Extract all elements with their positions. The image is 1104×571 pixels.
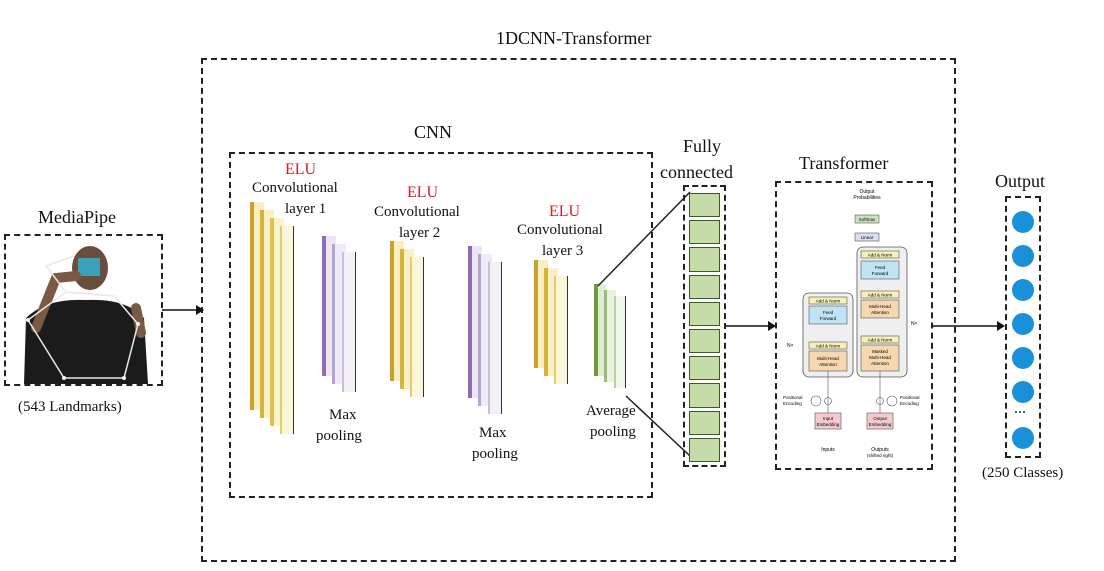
output-box: [1005, 196, 1041, 458]
output-caption: (250 Classes): [982, 465, 1064, 481]
fc-cell: [689, 383, 720, 408]
tf-dec-addnorm-1: Add & Norm: [868, 253, 893, 258]
transformer-diagram: Output Probabilities Softmax Linear Add …: [783, 189, 920, 458]
fc-cell: [689, 301, 720, 326]
fc-cell: [689, 356, 720, 381]
tf-dec-mha-1: Multi-Head: [869, 304, 891, 309]
fc-cell: [689, 247, 720, 272]
pool2-label-line1: Max: [479, 425, 507, 441]
tf-enc-ff-2: Forward: [820, 316, 837, 321]
tf-outprob-2: Probabilities: [853, 195, 881, 201]
arrow-transformer-output: [933, 321, 1005, 331]
output-node: [1012, 211, 1034, 233]
fc-cell: [689, 437, 720, 462]
fc-connection-lines: [597, 191, 691, 457]
tf-outprob-1: Output: [859, 189, 875, 195]
tf-outputs-1: Outputs: [871, 447, 889, 453]
output-node: [1012, 313, 1034, 335]
mediapipe-image: [16, 238, 152, 384]
pool3-sheet-3: [614, 296, 626, 388]
arrow-input: [162, 305, 204, 315]
output-ellipsis: ...: [1014, 400, 1026, 417]
conv2-sheet-3: [410, 257, 424, 397]
conv1-label-line1: Convolutional: [252, 180, 338, 196]
output-node: [1012, 347, 1034, 369]
fc-cell: [689, 193, 720, 218]
conv2-activation: ELU: [407, 184, 439, 201]
tf-output-emb-1: Output: [873, 416, 887, 421]
tf-input-emb-2: Embedding: [817, 422, 840, 427]
tf-masked-3: Attention: [871, 361, 889, 366]
mediapipe-title: MediaPipe: [38, 207, 116, 227]
tf-dec-mha-2: Attention: [871, 310, 889, 315]
fc-cell: [689, 410, 720, 435]
output-node: [1012, 279, 1034, 301]
tf-pos-left-1: Positional: [783, 395, 803, 400]
tf-dec-addnorm-3: Add & Norm: [868, 338, 893, 343]
tf-nx-right: N×: [911, 321, 918, 327]
tf-pos-right-1: Positional: [900, 395, 920, 400]
tf-dec-ff-2: Forward: [872, 271, 889, 276]
transformer-box: [775, 181, 933, 470]
pool2-label-line2: pooling: [472, 446, 518, 462]
conv3-label-line2: layer 3: [542, 243, 584, 259]
conv2-label-line2: layer 2: [399, 225, 441, 241]
tf-masked-1: Masked: [872, 349, 888, 354]
cnn-title: CNN: [414, 122, 453, 142]
tf-output-emb-2: Embedding: [869, 422, 892, 427]
output-title: Output: [995, 171, 1046, 191]
tf-masked-2: Multi-Head: [869, 355, 891, 360]
tf-inputs: Inputs: [821, 447, 835, 453]
fc-box: [683, 185, 726, 467]
conv1-activation: ELU: [285, 161, 317, 178]
tf-enc-mha-1: Multi-Head: [817, 356, 839, 361]
tf-pos-right-2: Encoding: [900, 401, 919, 406]
fc-title-line1: Fully: [683, 136, 722, 156]
pool1-label-line1: Max: [329, 407, 357, 423]
tf-enc-mha-2: Attention: [819, 362, 837, 367]
tf-enc-addnorm-2: Add & Norm: [816, 344, 841, 349]
tf-pos-left-2: Encoding: [783, 401, 802, 406]
pool3-sheet-1: [594, 284, 606, 376]
output-node: [1012, 381, 1034, 403]
fc-cell: [689, 274, 720, 299]
main-title: 1DCNN-Transformer: [496, 28, 652, 48]
tf-input-emb-1: Input: [823, 416, 834, 421]
tf-nx-left: N×: [787, 343, 794, 349]
pool3-label-line1: Average: [586, 403, 636, 419]
tf-dec-ff-1: Feed: [875, 265, 886, 270]
conv3-label-line1: Convolutional: [517, 222, 603, 238]
tf-enc-addnorm-1: Add & Norm: [816, 299, 841, 304]
pool1-label-line2: pooling: [316, 428, 362, 444]
output-node: [1012, 427, 1034, 449]
tf-softmax: Softmax: [859, 217, 876, 222]
transformer-title: Transformer: [799, 153, 889, 173]
fc-cells: [689, 191, 720, 463]
output-nodes: ...: [1005, 196, 1041, 458]
output-node: [1012, 245, 1034, 267]
mediapipe-caption: (543 Landmarks): [18, 399, 122, 415]
pool2-sheet-3: [488, 262, 502, 414]
pool3-sheet-2: [604, 290, 616, 382]
tf-enc-ff-1: Feed: [823, 310, 834, 315]
conv1-sheet-4: [280, 226, 294, 434]
pool1-sheet-3: [342, 252, 356, 392]
fc-cell: [689, 220, 720, 245]
conv2-label-line1: Convolutional: [374, 204, 460, 220]
tf-linear: Linear: [861, 235, 874, 240]
tf-outputs-2: (shifted right): [867, 453, 894, 458]
conv1-label-line2: layer 1: [285, 201, 327, 217]
fc-title-line2: connected: [660, 162, 733, 182]
cnn-box: [229, 152, 653, 498]
conv3-activation: ELU: [549, 203, 581, 220]
fc-cell: [689, 329, 720, 354]
pool3-label-line2: pooling: [590, 424, 636, 440]
tf-dec-addnorm-2: Add & Norm: [868, 293, 893, 298]
arrow-fc-transformer: [726, 321, 776, 331]
conv3-sheet-3: [554, 276, 568, 384]
